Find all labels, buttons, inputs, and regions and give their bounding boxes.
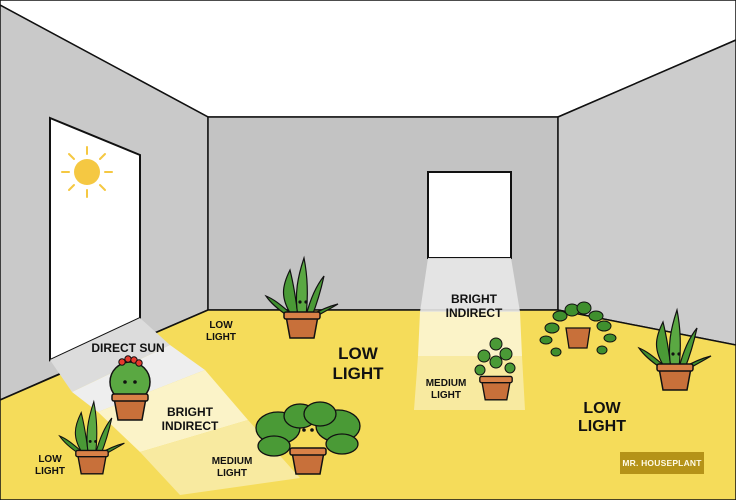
back-window [427, 171, 512, 259]
front-bright-indirect-zone [98, 370, 248, 452]
direct-sun-label: DIRECT SUN [91, 341, 165, 355]
medium-light-back-label: MEDIUM LIGHT [425, 378, 467, 401]
back-window-light-beam [420, 258, 520, 312]
low-light-front-left-label: LOW LIGHT [35, 454, 65, 477]
monstera-icon [255, 401, 361, 475]
low-light-center-label: LOW LIGHT [332, 344, 384, 383]
front-medium-light-zone [140, 420, 300, 495]
right-wall [557, 39, 736, 346]
left-window-light-beam [50, 318, 170, 392]
bright-indirect-front-label: BRIGHT INDIRECT [161, 405, 219, 433]
medium-light-front-label: MEDIUM LIGHT [211, 456, 253, 479]
low-light-back-left-label: LOW LIGHT [206, 320, 236, 343]
cactus-icon [109, 355, 151, 421]
bright-indirect-back-label: BRIGHT INDIRECT [445, 292, 503, 320]
brand-badge: MR. HOUSEPLANT [620, 452, 704, 474]
low-light-right-label: LOW LIGHT [578, 400, 626, 436]
sun-icon [61, 146, 113, 198]
pilea-icon [474, 337, 516, 401]
pothos-icon [539, 301, 617, 357]
left-window [49, 116, 141, 362]
